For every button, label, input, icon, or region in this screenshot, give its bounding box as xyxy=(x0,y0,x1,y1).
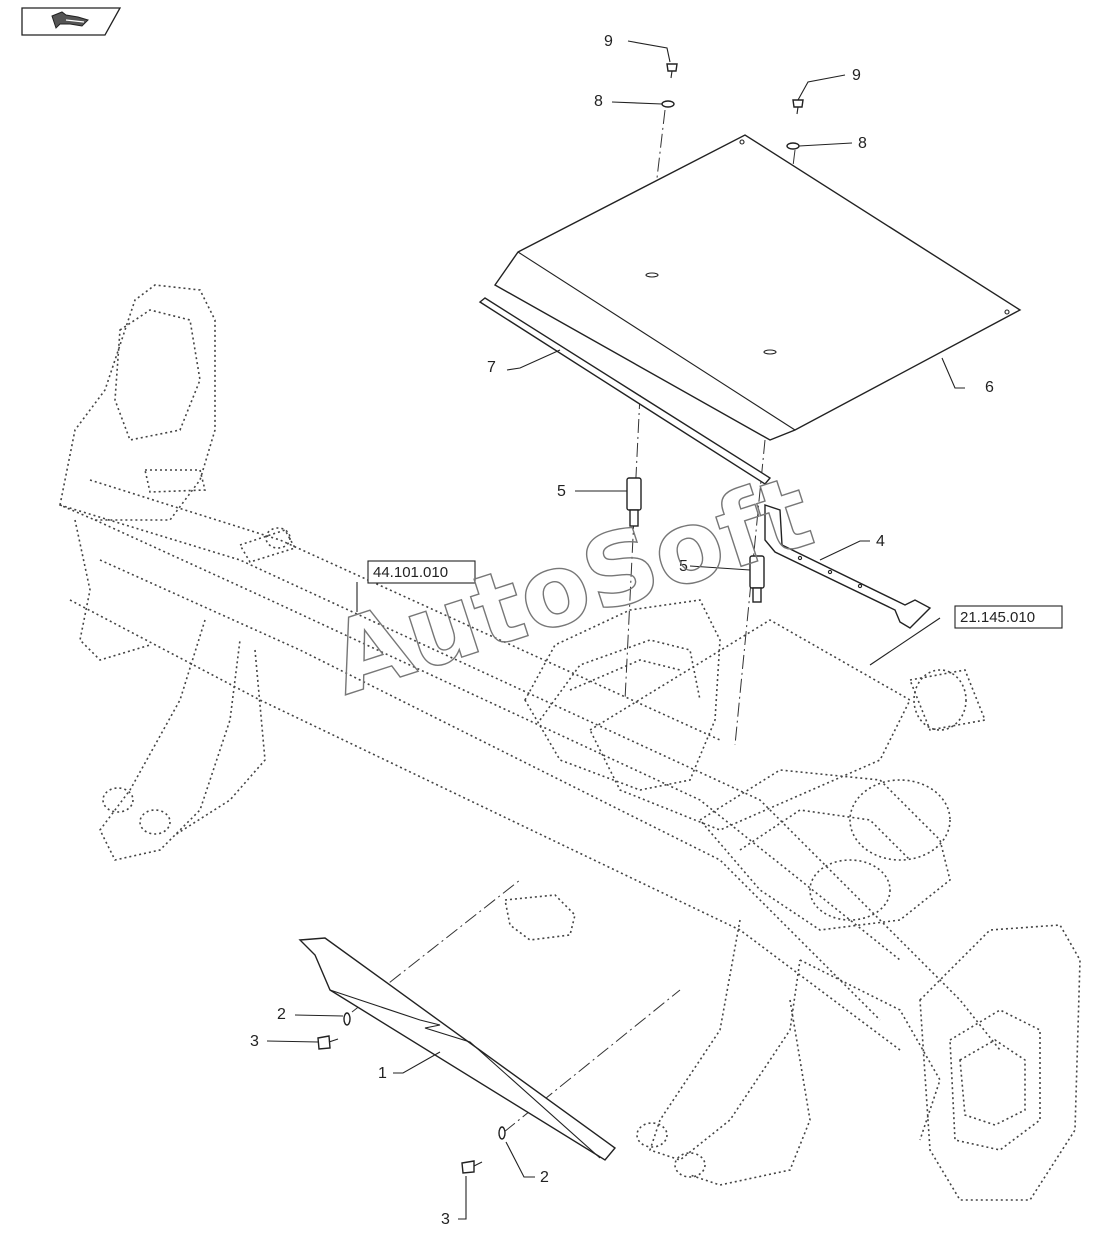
bolt-3-lower[interactable] xyxy=(461,1160,483,1174)
callout-5-right: 5 xyxy=(679,558,688,575)
bolt-9-left[interactable] xyxy=(666,63,678,79)
reference-label-44: 44.101.010 xyxy=(373,564,448,581)
seal-strip[interactable] xyxy=(478,297,772,485)
callout-1: 1 xyxy=(378,1065,387,1082)
callout-4: 4 xyxy=(876,533,885,550)
callout-6: 6 xyxy=(985,379,994,396)
callout-3-lower: 3 xyxy=(441,1211,450,1228)
callout-8-right: 8 xyxy=(858,135,867,152)
bolt-3-upper[interactable] xyxy=(317,1035,339,1050)
spacer-right[interactable] xyxy=(749,555,765,603)
support-bracket[interactable] xyxy=(764,504,932,629)
callout-3-upper: 3 xyxy=(250,1033,259,1050)
washer-2-upper[interactable] xyxy=(343,1012,351,1026)
top-cover-plate[interactable] xyxy=(493,134,1022,441)
washer-2-lower[interactable] xyxy=(498,1126,506,1140)
leader-lines xyxy=(266,40,965,1220)
axle-frame-assembly xyxy=(59,284,1081,1201)
reference-link-44[interactable]: 44.101.010 xyxy=(367,560,476,584)
callout-8-left: 8 xyxy=(594,93,603,110)
washer-8-right[interactable] xyxy=(786,142,800,150)
callout-2-upper: 2 xyxy=(277,1006,286,1023)
reference-label-21: 21.145.010 xyxy=(960,609,1035,626)
callout-9-right: 9 xyxy=(852,67,861,84)
lower-guard[interactable] xyxy=(298,937,617,1161)
callout-2-lower: 2 xyxy=(540,1169,549,1186)
callout-7: 7 xyxy=(487,359,496,376)
washer-8-left[interactable] xyxy=(661,100,675,108)
spacer-left[interactable] xyxy=(626,477,642,527)
callout-5-left: 5 xyxy=(557,483,566,500)
back-button[interactable] xyxy=(21,7,122,36)
bolt-9-right[interactable] xyxy=(792,99,804,115)
back-arrow-icon xyxy=(51,11,89,29)
callout-9-left: 9 xyxy=(604,33,613,50)
reference-link-21[interactable]: 21.145.010 xyxy=(954,605,1063,629)
